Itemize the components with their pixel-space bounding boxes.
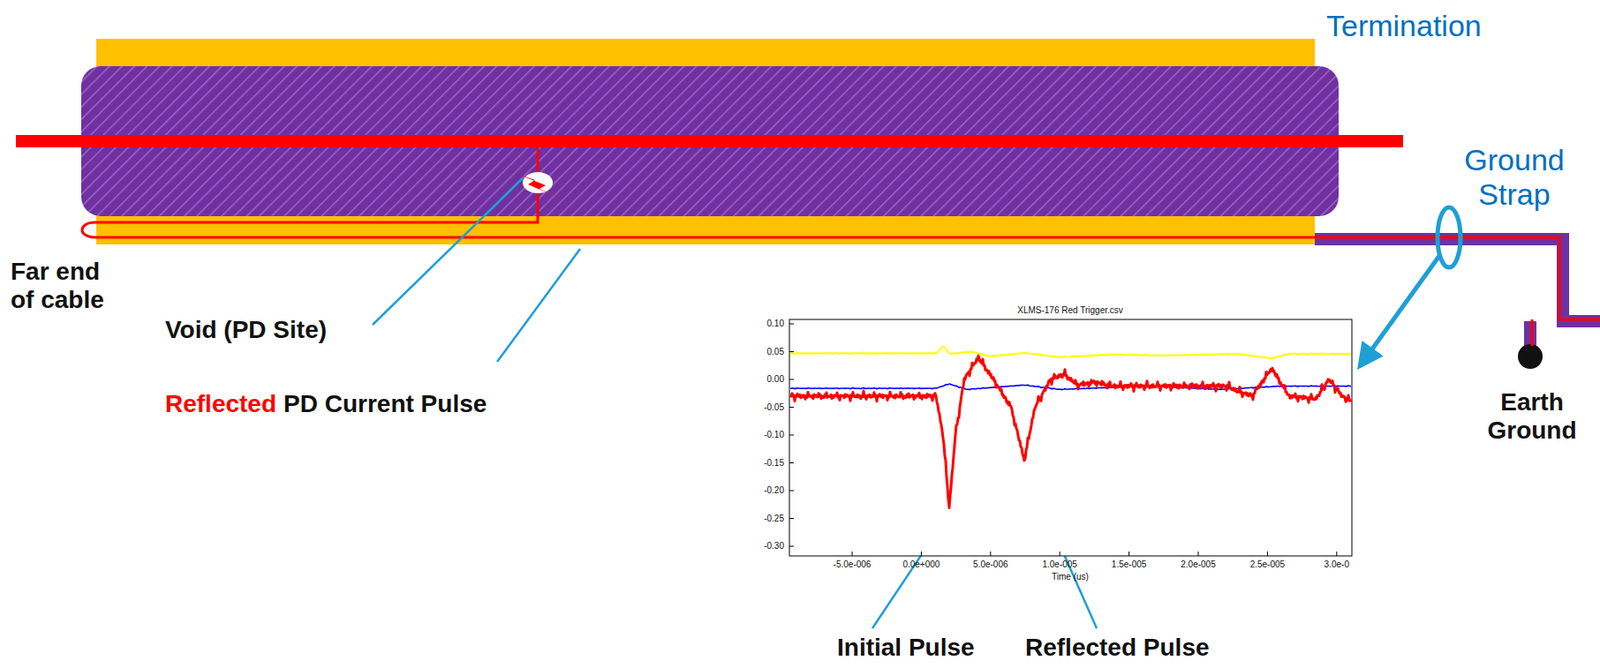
conductor (15, 135, 1404, 148)
y-tick-label: -0.10 (763, 430, 785, 441)
x-tick (1267, 551, 1268, 557)
x-tick (920, 551, 922, 557)
y-tick-label: -0.30 (763, 541, 785, 552)
termination-label: Termination (1326, 8, 1482, 44)
x-tick-label: 1.0e-005 (1041, 559, 1077, 571)
far-end-label: Far end of cable (10, 257, 126, 315)
axis-title: Time (us) (1051, 572, 1089, 583)
x-tick-label: 3.0e-0 (1324, 559, 1350, 571)
y-tick (789, 490, 794, 492)
y-tick (789, 518, 794, 520)
y-tick (789, 546, 794, 548)
chart-title: XLMS-176 Red Trigger.csv (1017, 305, 1124, 317)
x-tick (1128, 551, 1130, 557)
leader-line (372, 178, 523, 325)
spark (514, 173, 563, 200)
plot-frame (789, 319, 1352, 557)
blue-trace (790, 384, 1351, 391)
x-tick-label: 1.5e-005 (1111, 559, 1147, 571)
x-tick-label: 2.0e-005 (1180, 559, 1216, 571)
y-tick-label: 0.05 (767, 347, 785, 358)
y-tick (789, 462, 794, 464)
x-tick-label: 0.0e+000 (902, 559, 940, 571)
initial-pulse-label: Initial Pulse (837, 633, 975, 663)
y-tick (789, 379, 794, 381)
y-tick-label: -0.15 (763, 458, 785, 469)
leader-line (497, 249, 581, 363)
y-tick (789, 351, 794, 353)
pd-current-path (82, 147, 1600, 347)
x-tick-label: 5.0e-006 (973, 559, 1008, 571)
ground-strap-label: Ground Strap (1439, 143, 1590, 212)
reflected-pulse-label: Reflected Pulse (1025, 633, 1210, 663)
y-tick (789, 407, 794, 408)
scope-chart (789, 319, 1352, 557)
red-trace (790, 355, 1351, 508)
x-tick (1059, 551, 1061, 557)
y-tick-label: -0.25 (763, 513, 785, 525)
y-tick-label: -0.20 (763, 485, 785, 497)
void-label: Void (PD Site) (165, 316, 327, 345)
yellow-trace (790, 347, 1351, 360)
earth-ground-symbol (1517, 344, 1543, 370)
x-tick (852, 551, 853, 557)
reflected-word: Reflected (165, 390, 277, 419)
x-tick (989, 551, 991, 557)
x-tick (1198, 551, 1200, 557)
leader-arrow (1359, 256, 1440, 367)
y-tick (789, 435, 794, 437)
current-transformer (1437, 207, 1461, 268)
outer-screen-bottom (96, 211, 1315, 245)
y-tick-label: 0.00 (767, 374, 785, 385)
x-tick-label: -5.0e-006 (833, 559, 872, 571)
pd-current-label: PD Current Pulse (283, 390, 487, 419)
y-tick-label: 0.10 (767, 318, 785, 330)
y-tick-label: -0.05 (763, 402, 785, 414)
y-tick (789, 324, 794, 325)
x-tick-label: 2.5e-005 (1250, 559, 1285, 571)
x-tick (1335, 551, 1337, 557)
earth-ground-label: Earth Ground (1479, 388, 1585, 446)
